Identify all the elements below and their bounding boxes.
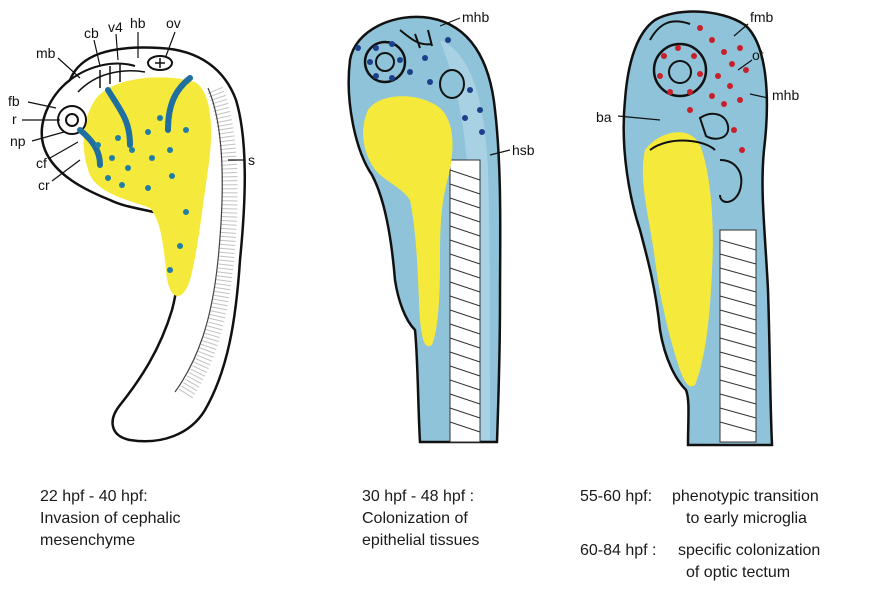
label-np: np bbox=[10, 133, 26, 149]
label-ot: ot bbox=[752, 47, 764, 63]
caption-time-1: 55-60 hpf: bbox=[580, 486, 652, 508]
label-mhb: mhb bbox=[772, 87, 799, 103]
caption-line: Colonization of bbox=[362, 508, 479, 530]
panel-1-embryo-22-40hpf: cb v4 hb ov mb fb r np cf cr s bbox=[8, 15, 255, 441]
panel-2-embryo-30-48hpf: mhb hsb bbox=[349, 9, 535, 442]
caption-text-1: phenotypic transition bbox=[672, 486, 819, 508]
label-s: s bbox=[248, 152, 255, 168]
label-cf: cf bbox=[36, 155, 47, 171]
label-r: r bbox=[12, 111, 17, 127]
label-mhb: mhb bbox=[462, 9, 489, 25]
label-hsb: hsb bbox=[512, 142, 535, 158]
caption-panel-1: 22 hpf - 40 hpf: Invasion of cephalic me… bbox=[40, 486, 181, 552]
label-fmb: fmb bbox=[750, 9, 774, 25]
caption-line: Invasion of cephalic bbox=[40, 508, 181, 530]
caption-text-1b: to early microglia bbox=[686, 508, 807, 530]
label-cr: cr bbox=[38, 177, 50, 193]
label-hb: hb bbox=[130, 15, 146, 31]
somites bbox=[720, 230, 756, 442]
caption-panel-3: 55-60 hpf: phenotypic transition to earl… bbox=[580, 486, 888, 590]
caption-line: 22 hpf - 40 hpf: bbox=[40, 486, 181, 508]
caption-line: epithelial tissues bbox=[362, 530, 479, 552]
caption-panel-2: 30 hpf - 48 hpf : Colonization of epithe… bbox=[362, 486, 479, 552]
label-fb: fb bbox=[8, 93, 20, 109]
otic-vesicle bbox=[440, 70, 464, 98]
label-mb: mb bbox=[36, 45, 56, 61]
label-ov: ov bbox=[166, 15, 181, 31]
caption-time-2: 60-84 hpf : bbox=[580, 540, 657, 562]
caption-line: 30 hpf - 48 hpf : bbox=[362, 486, 479, 508]
label-cb: cb bbox=[84, 25, 99, 41]
label-v4: v4 bbox=[108, 19, 123, 35]
caption-line: mesenchyme bbox=[40, 530, 181, 552]
panel-3-embryo-55-84hpf: fmb ot mhb ba bbox=[596, 9, 799, 445]
caption-text-2b: of optic tectum bbox=[686, 562, 790, 584]
label-ba: ba bbox=[596, 109, 612, 125]
caption-text-2: specific colonization bbox=[678, 540, 820, 562]
